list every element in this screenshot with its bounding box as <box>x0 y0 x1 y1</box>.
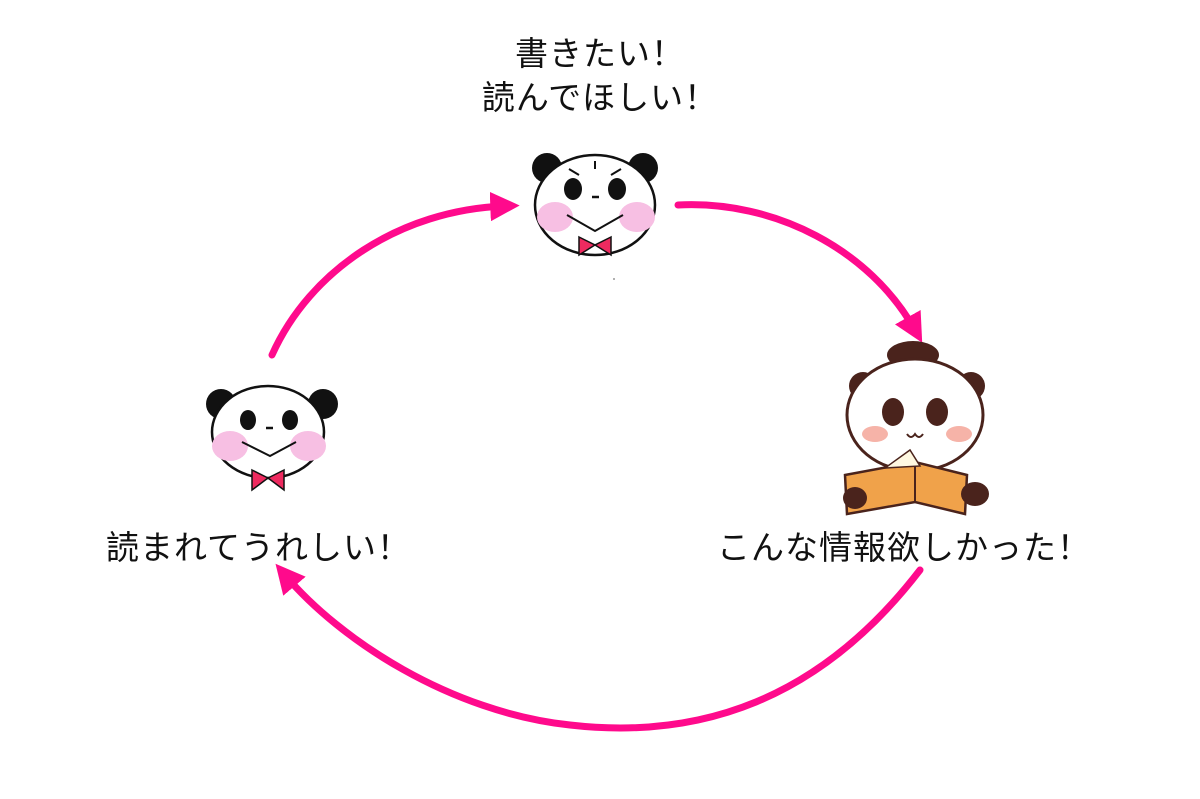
panda-happy-icon <box>206 384 338 492</box>
author-label: 読まれてうれしい！ <box>106 528 412 567</box>
arrow-author-to-writer <box>268 191 520 359</box>
arrow-writer-to-reader <box>674 201 923 343</box>
panda-reading-book-icon <box>843 341 989 516</box>
reader-label: こんな情報欲しかった！ <box>717 528 1091 567</box>
panda-writer-icon <box>532 153 658 257</box>
stray-dot <box>613 278 615 280</box>
writer-label-line2: 読んでほしい！ <box>481 78 719 117</box>
writer-label: 書きたい！ 読んでほしい！ <box>0 32 1200 120</box>
arrow-reader-to-author <box>275 563 924 732</box>
writer-label-line1: 書きたい！ <box>515 34 685 73</box>
